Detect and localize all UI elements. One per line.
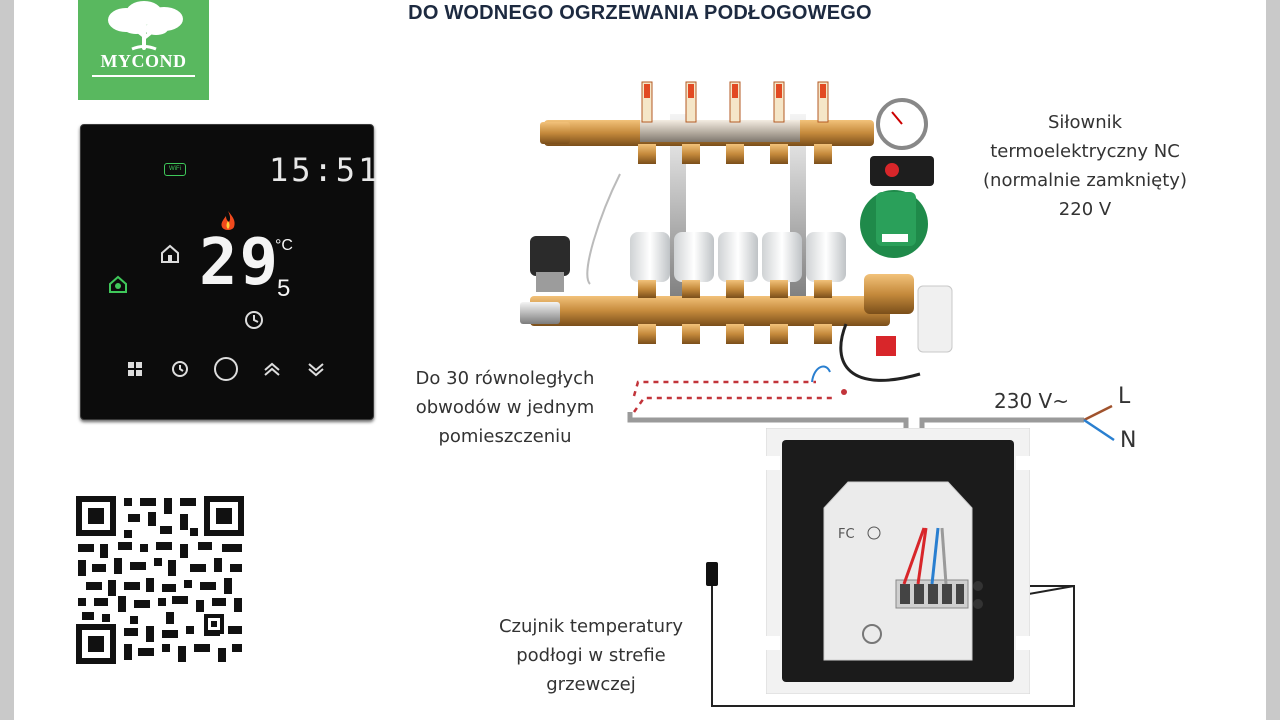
neutral-label: N — [1120, 428, 1137, 453]
up-icon[interactable] — [261, 359, 283, 379]
flame-icon — [221, 211, 235, 230]
thermostat-front-panel: WiFi 15:51 29 °C 5 — [80, 124, 377, 420]
brand-name: MYCOND — [100, 51, 187, 71]
thermostat-back-plate: FC — [766, 428, 1030, 694]
circuits-label: Do 30 równoległych obwodów w jednym pomi… — [380, 364, 630, 451]
wifi-indicator: WiFi — [164, 163, 186, 176]
actuator-label: Siłownik termoelektryczny NC (normalnie … — [960, 108, 1210, 224]
actuator-line-4: 220 V — [1058, 199, 1112, 220]
clock-icon — [245, 311, 263, 329]
sensor-label: Czujnik temperatury podłogi w strefie gr… — [466, 612, 716, 699]
home-icon — [161, 244, 179, 263]
floor-heating-manifold — [520, 81, 953, 382]
temperature-unit: °C — [275, 237, 293, 254]
temperature-display: 29 — [199, 226, 281, 300]
down-icon[interactable] — [305, 359, 327, 379]
power-icon[interactable] — [211, 354, 241, 384]
brand-logo: MYCOND — [78, 0, 209, 100]
actuator-line-2: termoelektryczny NC — [990, 141, 1180, 162]
qr-code-icon — [74, 494, 246, 666]
actuator-line-3: (normalnie zamknięty) — [983, 170, 1187, 191]
circuits-line-2: obwodów w jednym — [415, 397, 595, 418]
timer-icon[interactable] — [169, 358, 191, 380]
away-icon — [109, 275, 127, 293]
tree-icon — [108, 1, 183, 51]
line-label: L — [1118, 384, 1131, 409]
setpoint-display: 5 — [277, 275, 291, 302]
clock-display: 15:51 — [269, 151, 381, 189]
svg-text:FC: FC — [838, 527, 855, 542]
sensor-probe — [706, 562, 718, 586]
circuits-line-1: Do 30 równoległych — [415, 368, 595, 389]
sensor-line-3: grzewczej — [546, 674, 636, 695]
sensor-line-1: Czujnik temperatury — [498, 616, 684, 637]
menu-icon[interactable] — [125, 359, 145, 379]
logo-underline — [92, 75, 195, 77]
diagram-canvas: DO WODNEGO OGRZEWANIA PODŁOGOWEGO MYCOND… — [14, 0, 1266, 720]
circuits-line-3: pomieszczeniu — [438, 426, 572, 447]
page-title: DO WODNEGO OGRZEWANIA PODŁOGOWEGO — [408, 2, 872, 24]
actuator-line-1: Siłownik — [1047, 112, 1123, 133]
supply-voltage-label: 230 V~ — [994, 389, 1069, 413]
sensor-line-2: podłogi w strefie — [516, 645, 666, 666]
